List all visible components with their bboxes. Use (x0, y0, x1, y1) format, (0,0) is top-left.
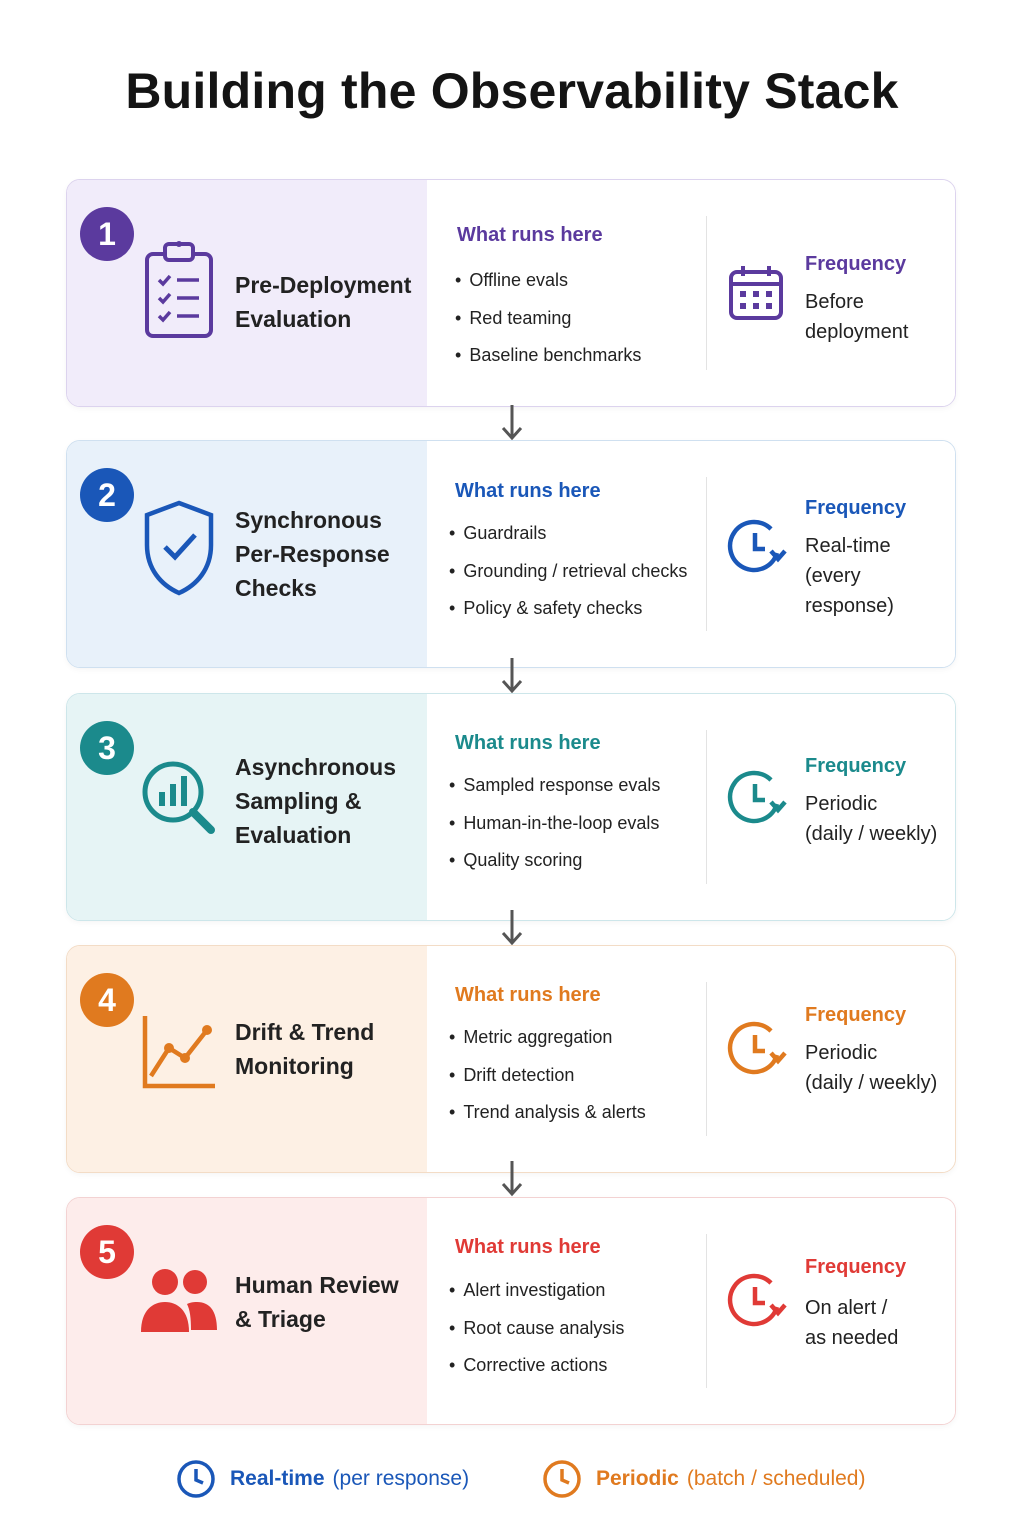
calendar-icon (729, 266, 783, 320)
magnifier-chart-icon (142, 761, 215, 834)
frequency-text: Before deployment (805, 287, 955, 347)
clock-icon (727, 1021, 787, 1075)
stage-name-line: Monitoring (235, 1053, 354, 1079)
list-item: Corrective actions (449, 1347, 624, 1385)
stage-name-line: & Triage (235, 1306, 326, 1332)
stage-number-badge: 3 (80, 721, 134, 775)
down-arrow-icon (501, 405, 523, 441)
runs-heading: What runs here (457, 224, 603, 246)
stage-name-line: Drift & Trend (235, 1019, 375, 1045)
legend-description: (per response) (332, 1467, 470, 1490)
frequency-line: On alert / (805, 1297, 888, 1319)
stage-drift-monitoring: 4 Drift & Trend Monitoring What runs her… (66, 945, 956, 1173)
frequency-line: response) (805, 595, 894, 617)
list-item: Human-in-the-loop evals (449, 805, 660, 843)
down-arrow-icon (501, 910, 523, 946)
stage-pre-deployment: 1 Pre-Deployment Evaluation What runs he… (66, 179, 956, 407)
frequency-text: Periodic (daily / weekly) (805, 789, 955, 849)
stage-name-line: Per-Response (235, 541, 390, 567)
clock-icon (727, 519, 787, 573)
clock-icon (177, 1460, 215, 1498)
list-item: Grounding / retrieval checks (449, 553, 687, 591)
stage-name: Drift & Trend Monitoring (235, 1015, 425, 1083)
frequency-heading: Frequency (805, 497, 907, 519)
legend: Real-time (per response) Periodic (batch… (0, 1456, 1024, 1502)
stage-name-line: Human Review (235, 1272, 399, 1298)
clock-icon (727, 1273, 787, 1327)
people-icon (141, 1269, 217, 1332)
frequency-heading: Frequency (805, 253, 907, 275)
list-item: Sampled response evals (449, 767, 660, 805)
list-item: Policy & safety checks (449, 590, 687, 628)
page-title: Building the Observability Stack (125, 63, 899, 119)
frequency-line: (daily / weekly) (805, 1072, 938, 1094)
legend-item-periodic: Periodic (batch / scheduled) (542, 1456, 865, 1502)
list-item: Drift detection (449, 1057, 646, 1095)
clock-icon (727, 770, 787, 824)
frequency-heading: Frequency (805, 1004, 907, 1026)
list-item: Trend analysis & alerts (449, 1094, 645, 1132)
runs-list: Guardrails Grounding / retrieval checks … (449, 515, 687, 628)
frequency-heading: Frequency (805, 755, 907, 777)
stage-name: Pre-Deployment Evaluation (235, 268, 425, 336)
list-item: Red teaming (455, 300, 641, 338)
stage-name-line: Checks (235, 575, 317, 601)
stage-name: Asynchronous Sampling & Evaluation (235, 750, 425, 852)
frequency-line: (daily / weekly) (805, 823, 938, 845)
stage-name-line: Sampling & (235, 788, 362, 814)
runs-heading: What runs here (455, 480, 601, 502)
shield-check-icon (144, 500, 214, 596)
list-item: Baseline benchmarks (455, 337, 641, 375)
stage-name-line: Evaluation (235, 822, 352, 848)
runs-list: Metric aggregation Drift detection Trend… (449, 1019, 646, 1132)
stage-name: Synchronous Per-Response Checks (235, 503, 425, 605)
stage-number-badge: 5 (80, 1225, 134, 1279)
clipboard-checklist-icon (145, 241, 213, 338)
stage-number-badge: 1 (80, 207, 134, 261)
frequency-text: Real-time (every response) (805, 531, 955, 621)
stage-name-line: Evaluation (235, 306, 352, 332)
list-item: Alert investigation (449, 1272, 624, 1310)
frequency-line: Periodic (805, 1042, 878, 1064)
frequency-text: Periodic (daily / weekly) (805, 1038, 955, 1098)
legend-description: (batch / scheduled) (686, 1467, 866, 1490)
list-item: Guardrails (449, 515, 687, 553)
stage-number-badge: 4 (80, 973, 134, 1027)
frequency-line: Periodic (805, 793, 878, 815)
frequency-line: deployment (805, 321, 909, 343)
stage-asynchronous-sampling: 3 Asynchronous Sampling & Evaluation Wha… (66, 693, 956, 921)
runs-list: Sampled response evals Human-in-the-loop… (449, 767, 660, 880)
stage-synchronous-checks: 2 Synchronous Per-Response Checks What r… (66, 440, 956, 668)
legend-label: Real-time (230, 1467, 325, 1490)
down-arrow-icon (501, 1161, 523, 1197)
runs-heading: What runs here (455, 984, 601, 1006)
runs-heading: What runs here (455, 1236, 601, 1258)
stage-name: Human Review & Triage (235, 1268, 425, 1336)
frequency-line: Before (805, 291, 864, 313)
frequency-text: On alert / as needed (805, 1293, 955, 1353)
runs-list: Alert investigation Root cause analysis … (449, 1272, 624, 1385)
list-item: Root cause analysis (449, 1310, 624, 1348)
stage-name-line: Asynchronous (235, 754, 397, 780)
runs-list: Offline evals Red teaming Baseline bench… (455, 262, 641, 375)
stage-human-review: 5 Human Review & Triage What runs here A… (66, 1197, 956, 1425)
legend-item-realtime: Real-time (per response) (176, 1456, 469, 1502)
list-item: Metric aggregation (449, 1019, 646, 1057)
trend-line-icon (142, 1016, 215, 1089)
frequency-line: as needed (805, 1327, 899, 1349)
stage-number-badge: 2 (80, 468, 134, 522)
clock-icon (543, 1460, 581, 1498)
list-item: Offline evals (455, 262, 641, 300)
legend-label: Periodic (596, 1467, 679, 1490)
frequency-line: Real-time (805, 535, 891, 557)
stage-name-line: Pre-Deployment (235, 272, 412, 298)
stage-name-line: Synchronous (235, 507, 382, 533)
runs-heading: What runs here (455, 732, 601, 754)
list-item: Quality scoring (449, 842, 660, 880)
frequency-line: (every (805, 565, 861, 587)
frequency-heading: Frequency (805, 1256, 907, 1278)
down-arrow-icon (501, 658, 523, 694)
